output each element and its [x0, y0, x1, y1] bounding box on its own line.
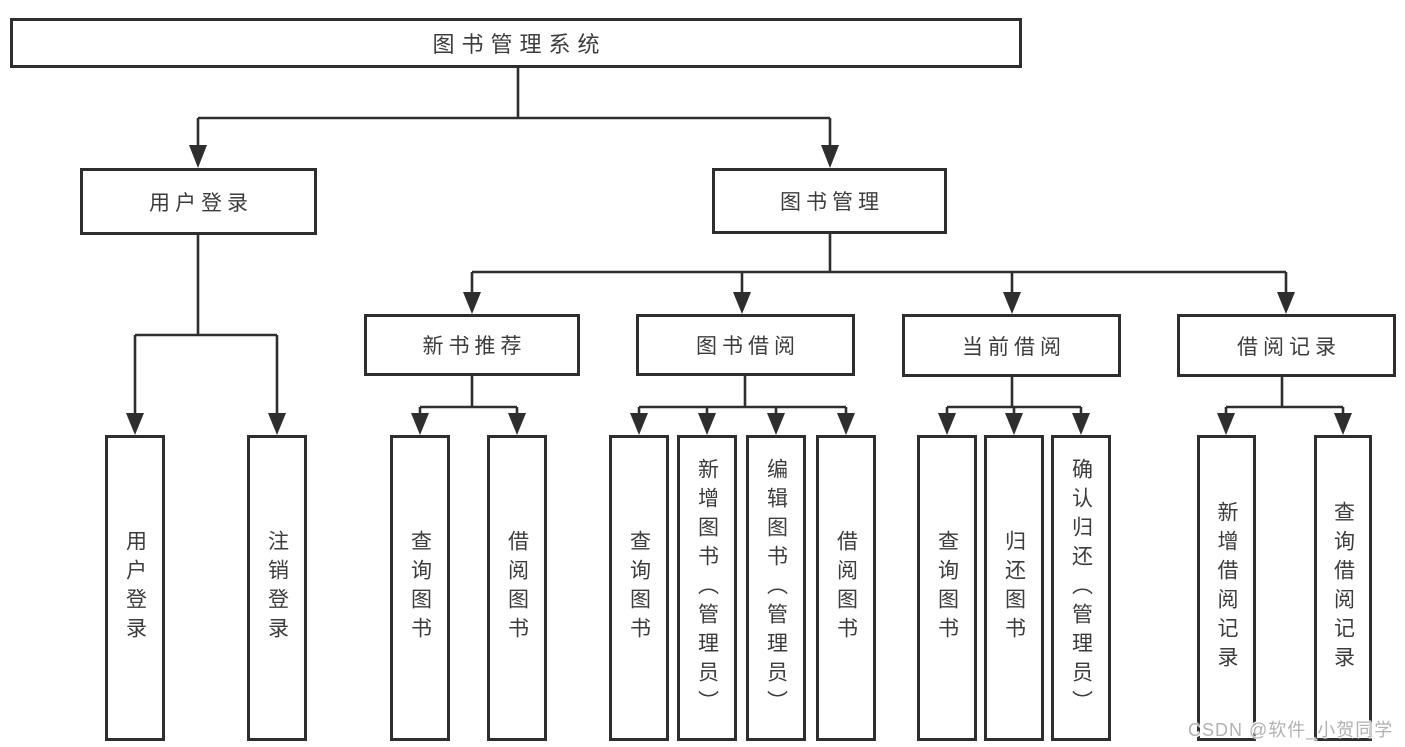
leaf-return-books-label: 归还图书: [1002, 530, 1026, 646]
leaf-add-book-admin-label: 新增图书（管理员）: [695, 457, 719, 719]
node-book-management-label: 图书管理: [780, 191, 884, 214]
node-current-borrow-label: 当前借阅: [962, 335, 1066, 359]
node-book-management: 图书管理: [712, 168, 947, 234]
leaf-borrow-books: 借阅图书: [816, 435, 876, 741]
leaf-query-books-borrow-label: 查询图书: [627, 530, 651, 646]
leaf-borrow-books-label: 借阅图书: [834, 530, 858, 646]
leaf-logout: 注销登录: [247, 435, 307, 741]
node-borrow-records-label: 借阅记录: [1237, 335, 1341, 359]
leaf-user-login-label: 用户登录: [123, 530, 147, 646]
leaf-query-borrow-record-label: 查询借阅记录: [1331, 501, 1355, 675]
leaf-confirm-return-admin: 确认归还（管理员）: [1051, 435, 1111, 741]
leaf-add-borrow-record-label: 新增借阅记录: [1215, 501, 1238, 675]
leaf-borrow-books-recommend-label: 借阅图书: [505, 530, 529, 646]
node-current-borrow: 当前借阅: [902, 314, 1121, 377]
leaf-borrow-books-recommend: 借阅图书: [487, 435, 547, 741]
leaf-query-books-borrow: 查询图书: [609, 435, 669, 741]
leaf-add-borrow-record: 新增借阅记录: [1197, 435, 1256, 741]
node-root-label: 图书管理系统: [432, 32, 607, 57]
leaf-logout-label: 注销登录: [265, 530, 289, 646]
node-borrow-records: 借阅记录: [1177, 314, 1396, 377]
leaf-query-borrow-record: 查询借阅记录: [1314, 435, 1372, 741]
watermark: CSDN @软件_小贺同学: [1188, 720, 1394, 740]
node-new-book-recommend: 新书推荐: [364, 314, 580, 376]
node-user-login: 用户登录: [80, 168, 317, 235]
leaf-confirm-return-admin-label: 确认归还（管理员）: [1069, 457, 1093, 719]
leaf-return-books: 归还图书: [984, 435, 1044, 741]
leaf-edit-book-admin: 编辑图书（管理员）: [746, 435, 806, 741]
leaf-user-login: 用户登录: [105, 435, 165, 741]
leaf-add-book-admin: 新增图书（管理员）: [677, 435, 737, 741]
node-root: 图书管理系统: [10, 18, 1022, 68]
node-new-book-recommend-label: 新书推荐: [422, 335, 527, 358]
leaf-query-books-recommend-label: 查询图书: [408, 530, 432, 646]
node-book-borrow: 图书借阅: [636, 314, 855, 376]
leaf-query-books-recommend: 查询图书: [390, 435, 450, 741]
leaf-query-books-current-label: 查询图书: [935, 530, 959, 646]
node-user-login-label: 用户登录: [149, 191, 253, 215]
leaf-edit-book-admin-label: 编辑图书（管理员）: [764, 457, 788, 719]
node-book-borrow-label: 图书借阅: [696, 335, 800, 358]
leaf-query-books-current: 查询图书: [917, 435, 977, 741]
